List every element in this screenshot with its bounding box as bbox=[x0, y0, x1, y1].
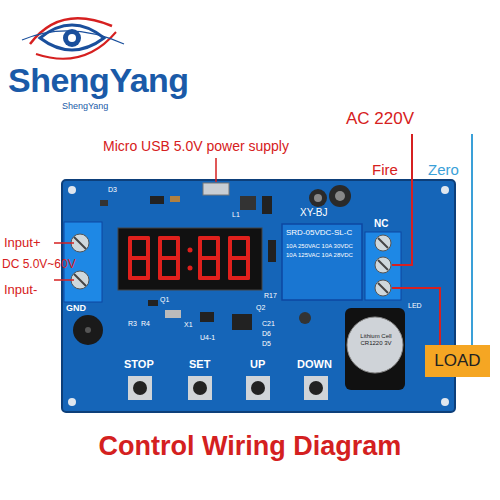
load-wire bbox=[392, 288, 440, 345]
pin-label: GND bbox=[66, 304, 86, 314]
relay-marking: 10A 125VAC 10A 28VDC bbox=[286, 252, 353, 259]
pcb bbox=[62, 180, 455, 412]
led-display bbox=[118, 228, 262, 290]
brand-name: ShengYang bbox=[8, 62, 189, 99]
button-label: DOWN bbox=[297, 358, 332, 370]
diagram-title: Control Wiring Diagram bbox=[0, 432, 500, 462]
battery-holder bbox=[345, 308, 405, 390]
component-ref: Q1 bbox=[160, 296, 169, 304]
component-ref: Q2 bbox=[256, 304, 265, 312]
wire-label: Fire bbox=[372, 162, 398, 179]
relay-marking: 10A 250VAC 10A 30VDC bbox=[286, 243, 353, 250]
component-ref: L1 bbox=[232, 211, 240, 219]
usb-leader bbox=[215, 158, 217, 182]
fire-wire bbox=[392, 134, 412, 265]
component-ref: LED bbox=[408, 302, 422, 310]
input-plus-leader bbox=[54, 242, 74, 244]
load-box: LOAD bbox=[425, 345, 490, 377]
component-ref: X1 bbox=[184, 321, 193, 329]
button-label: SET bbox=[189, 358, 210, 370]
pin-label: Input+ bbox=[4, 236, 41, 250]
push-buttons bbox=[128, 376, 328, 400]
component-ref: D6 bbox=[262, 330, 271, 338]
usb-connector bbox=[203, 183, 229, 195]
callout-text: AC 220V bbox=[346, 110, 414, 129]
button-label: STOP bbox=[124, 358, 154, 370]
terminal-label: NC bbox=[374, 218, 388, 229]
voltage-label: DC 5.0V~60V bbox=[2, 258, 76, 271]
component-ref: R3 bbox=[128, 320, 137, 328]
load-text: LOAD bbox=[434, 351, 480, 371]
buzzer bbox=[73, 315, 103, 345]
coin-cell bbox=[347, 317, 403, 373]
component-ref: D5 bbox=[262, 340, 271, 348]
component-ref: C21 bbox=[262, 320, 275, 328]
logo-eye bbox=[22, 18, 124, 59]
brand-subname: ShengYang bbox=[62, 102, 108, 112]
relay bbox=[282, 224, 362, 300]
button-label: UP bbox=[250, 358, 265, 370]
callout-text: Micro USB 5.0V power supply bbox=[103, 139, 289, 154]
wire-label: Zero bbox=[428, 162, 459, 179]
component-ref: U4-1 bbox=[200, 334, 215, 342]
component-ref: R4 bbox=[141, 320, 150, 328]
board-name: XY-BJ bbox=[300, 207, 327, 218]
pin-label: Input- bbox=[4, 283, 37, 297]
relay-marking: SRD-05VDC-SL-C bbox=[286, 229, 352, 238]
input-minus-leader bbox=[54, 279, 74, 281]
zero-wire bbox=[471, 134, 473, 345]
component-ref: D3 bbox=[108, 186, 117, 194]
battery-marking: Lithium Cell CR1220 3V bbox=[358, 333, 394, 346]
component-ref: R17 bbox=[264, 292, 277, 300]
